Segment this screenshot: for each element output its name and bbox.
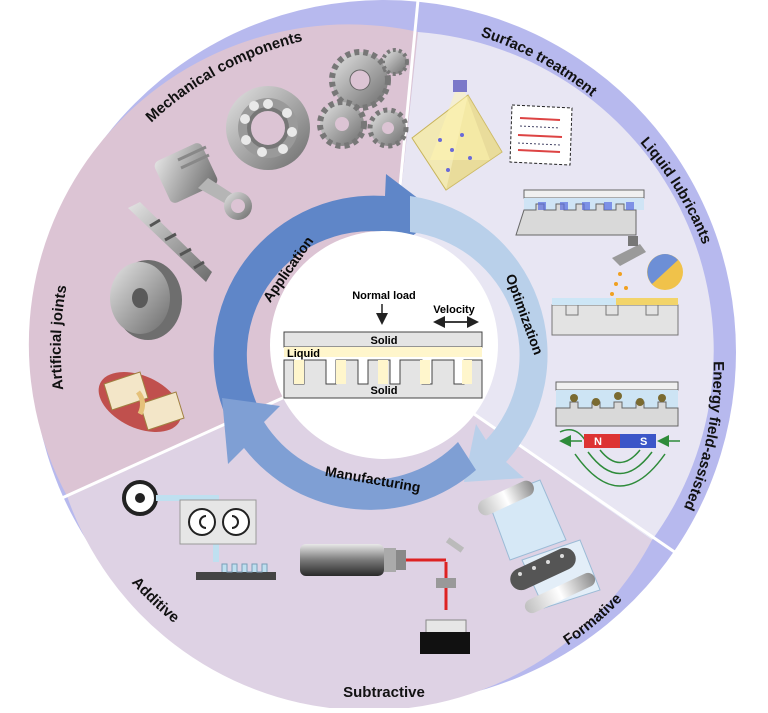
label-artificial-joints: Artificial joints xyxy=(48,284,71,391)
velocity-label: Velocity xyxy=(433,304,475,316)
roll-forming-illustration xyxy=(478,479,601,614)
bottom-solid-label: Solid xyxy=(371,385,398,397)
top-solid-label: Solid xyxy=(371,335,398,347)
liquid-label: Liquid xyxy=(287,348,320,360)
laser-machining-illustration xyxy=(300,537,470,654)
application-arrow xyxy=(213,174,440,430)
manufacturing-arrow xyxy=(222,398,476,510)
artificial-joint-illustration xyxy=(98,371,185,433)
magnet-south-label: S xyxy=(640,436,647,448)
bearing-illustration xyxy=(226,86,310,170)
grinding-wheel-illustration xyxy=(110,260,182,340)
gears-illustration xyxy=(317,48,409,149)
additive-printer-illustration xyxy=(122,480,276,580)
cycle-arrows xyxy=(213,174,548,510)
drill-bit-illustration xyxy=(128,202,212,282)
surface-treatment-illustration xyxy=(411,80,573,191)
piston-illustration xyxy=(154,143,252,220)
liquid-lubricant-texture-illustration xyxy=(515,189,645,236)
liquid-layer xyxy=(284,347,482,357)
normal-load-label: Normal load xyxy=(352,290,416,302)
label-subtractive: Subtractive xyxy=(343,684,425,701)
spray-coating-illustration xyxy=(551,236,683,336)
svg-text:Artificial joints: Artificial joints xyxy=(48,284,71,391)
magnet-north-label: N xyxy=(594,436,602,448)
optimization-arrow xyxy=(410,196,548,482)
center-schematic: Normal load Velocity Solid Liquid Solid xyxy=(270,231,498,459)
magnetic-field-illustration: N S xyxy=(555,381,680,487)
